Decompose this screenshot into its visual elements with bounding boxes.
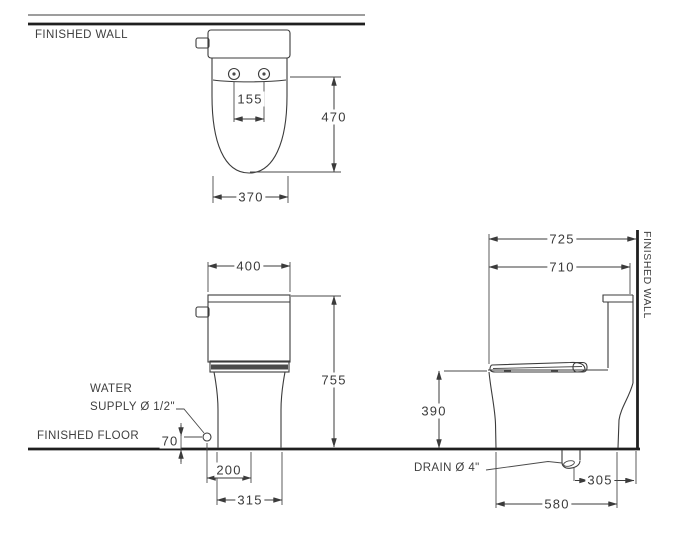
wall-floor-lines — [28, 14, 640, 484]
dim-depth-to-wall: 725 — [547, 231, 577, 247]
dim-hinge-spacing: 155 — [235, 91, 265, 107]
side-view-drawing — [485, 294, 634, 471]
dim-total-depth: 710 — [547, 259, 577, 275]
side-view-dimension-lines — [436, 234, 637, 508]
drain-label: DRAIN Ø 4" — [414, 462, 480, 474]
dim-supply-height: 70 — [159, 433, 181, 449]
front-view-drawing — [176, 294, 291, 448]
finished-wall-label: FINISHED WALL — [35, 29, 128, 41]
dim-base-depth: 580 — [542, 496, 572, 512]
top-view-dimension-lines — [212, 76, 341, 203]
dim-bowl-width: 370 — [236, 189, 266, 205]
dim-total-height: 755 — [319, 372, 349, 388]
dim-tank-width: 400 — [234, 258, 264, 274]
dim-base-width: 315 — [235, 492, 265, 508]
water-supply-label-line1: WATER — [90, 383, 133, 395]
top-view-drawing — [195, 29, 291, 174]
water-supply-label-line2: SUPPLY Ø 1/2" — [90, 401, 175, 413]
dim-bowl-depth: 470 — [319, 109, 349, 125]
finished-floor-label: FINISHED FLOOR — [37, 430, 140, 442]
finished-wall-side-label: FINISHED WALL — [641, 231, 653, 319]
front-view-dimension-lines — [178, 262, 341, 505]
dim-drain-offset: 305 — [585, 472, 615, 488]
dim-rim-height: 390 — [419, 403, 449, 419]
dim-supply-offset: 200 — [214, 462, 244, 478]
